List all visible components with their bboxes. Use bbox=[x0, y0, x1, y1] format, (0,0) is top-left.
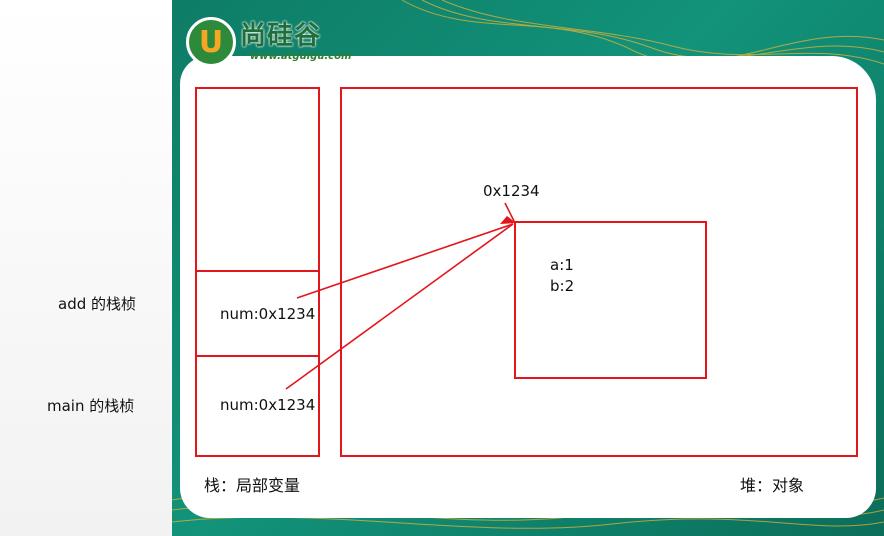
heap-object-address: 0x1234 bbox=[483, 182, 540, 200]
add-reference-arrow bbox=[296, 223, 514, 299]
stack-caption: 栈：局部变量 bbox=[204, 476, 301, 495]
logo-u-icon: U bbox=[186, 17, 236, 67]
main-frame-label: main 的栈桢 bbox=[47, 397, 135, 415]
main-stack-frame bbox=[195, 355, 320, 457]
heap-caption: 堆：对象 bbox=[740, 476, 805, 495]
heap-field-b: b:2 bbox=[550, 277, 575, 295]
heap-object bbox=[514, 221, 707, 379]
heap-area bbox=[340, 87, 858, 457]
atguigu-logo: U 尚硅谷 www.atguigu.com bbox=[186, 16, 351, 68]
add-frame-label: add 的栈桢 bbox=[58, 295, 137, 313]
add-frame-variable: num:0x1234 bbox=[220, 305, 316, 323]
main-frame-variable: num:0x1234 bbox=[220, 396, 316, 414]
logo-url-text: www.atguigu.com bbox=[250, 51, 352, 62]
slide-content-card bbox=[180, 56, 876, 518]
main-reference-arrow bbox=[285, 223, 514, 390]
arrow-head bbox=[500, 216, 516, 224]
logo-brand-text: 尚硅谷 bbox=[240, 21, 322, 51]
outside-margin bbox=[0, 0, 172, 536]
heap-field-a: a:1 bbox=[550, 256, 574, 274]
address-pointer-line bbox=[504, 202, 515, 222]
